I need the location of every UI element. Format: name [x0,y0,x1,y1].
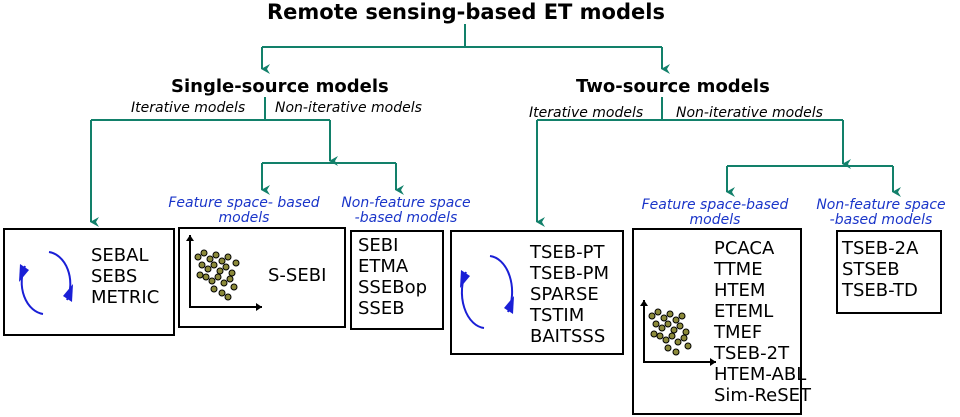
model-item: SEBS [91,266,138,287]
model-item: HTEM [714,280,766,301]
cycle-arrows-icon [19,251,73,315]
model-item: TMEF [714,322,763,343]
model-item: TSEB-2T [714,343,790,364]
model-item: SPARSE [530,284,599,305]
model-item: TSTIM [530,305,585,326]
model-item: SSEB [358,298,405,319]
two-source-heading: Two-source models [576,76,770,97]
model-item: Sim-ReSET [714,385,812,406]
single-feature-space-box: S-SEBI [178,227,346,328]
two-nonfeature-space-label: Non-feature space-based models [816,197,946,228]
model-item: S-SEBI [268,265,327,286]
model-item: BAITSSS [530,326,606,347]
model-item: STSEB [842,259,900,280]
single-nonfeature-space-label: Non-feature space-based models [341,195,471,226]
model-list: PCACA TTME HTEM ETEML TMEF TSEB-2T HTEM-… [714,238,811,406]
model-list: TSEB-PT TSEB-PM SPARSE TSTIM BAITSSS [530,242,609,347]
model-list: SEBAL SEBS METRIC [91,245,159,308]
single-nonfeature-space-box: SEBI ETMA SSEBop SSEB [350,230,444,330]
model-item: TTME [714,259,763,280]
model-item: SEBAL [91,245,149,266]
model-item: HTEM-ABL [714,364,807,385]
diagram-title: Remote sensing-based ET models [267,0,665,24]
model-item: SSEBop [358,277,428,298]
scatter-plot-icon [640,300,716,366]
single-iterative-box: SEBAL SEBS METRIC [3,228,175,336]
model-item: SEBI [358,235,399,256]
model-item: ETEML [714,301,774,322]
model-item: TSEB-TD [842,280,918,301]
scatter-plot-icon [186,235,262,311]
model-item: PCACA [714,238,775,259]
model-list: TSEB-2A STSEB TSEB-TD [842,238,918,301]
two-noniterative-label: Non-iterative models [676,105,823,121]
model-item: ETMA [358,256,409,277]
single-noniterative-label: Non-iterative models [275,100,422,116]
cycle-arrows-icon [460,255,514,329]
model-item: METRIC [91,287,160,308]
two-iterative-box: TSEB-PT TSEB-PM SPARSE TSTIM BAITSSS [450,230,624,355]
single-iterative-label: Iterative models [131,100,246,116]
model-item: TSEB-2A [842,238,919,259]
model-item: TSEB-PM [530,263,610,284]
model-item: TSEB-PT [530,242,605,263]
model-list: SEBI ETMA SSEBop SSEB [358,235,427,319]
two-iterative-label: Iterative models [529,105,644,121]
single-source-heading: Single-source models [171,76,389,97]
two-nonfeature-space-box: TSEB-2A STSEB TSEB-TD [836,230,942,314]
two-feature-space-box: PCACA TTME HTEM ETEML TMEF TSEB-2T HTEM-… [632,228,811,415]
